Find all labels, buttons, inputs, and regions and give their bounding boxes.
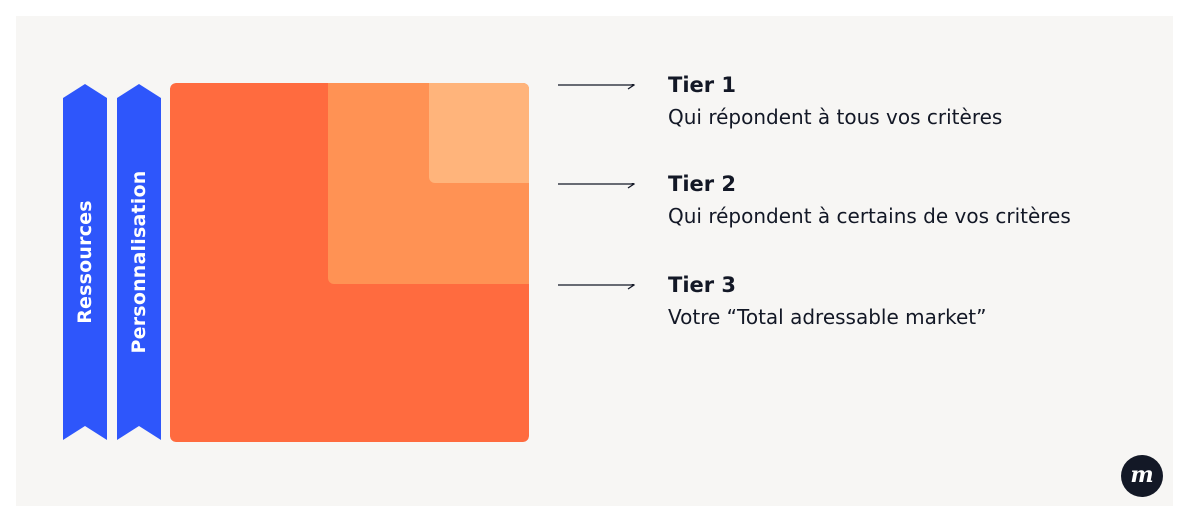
tier-1-text: Tier 1 Qui répondent à tous vos critères bbox=[668, 71, 1002, 132]
tier-1-description: Qui répondent à tous vos critères bbox=[668, 105, 1003, 129]
personnalisation-banner-shape bbox=[117, 84, 161, 440]
tier-3-text: Tier 3 Votre “Total adressable market” bbox=[668, 271, 986, 332]
ressources-banner: Ressources bbox=[63, 84, 107, 440]
tier-3-title: Tier 3 bbox=[668, 273, 737, 297]
right-arrow-icon bbox=[558, 284, 636, 290]
right-arrow-icon bbox=[558, 84, 636, 90]
tier-square bbox=[170, 83, 529, 442]
right-arrow-icon bbox=[558, 183, 636, 189]
personnalisation-banner: Personnalisation bbox=[117, 84, 161, 440]
brand-logo-icon: m bbox=[1121, 455, 1163, 497]
tier-2-text: Tier 2 Qui répondent à certains de vos c… bbox=[668, 170, 1071, 231]
personnalisation-label: Personnalisation bbox=[128, 170, 150, 354]
tier-1-area bbox=[429, 83, 529, 183]
tier-3-description: Votre “Total adressable market” bbox=[668, 305, 987, 329]
ressources-label: Ressources bbox=[74, 200, 96, 324]
tier-2-title: Tier 2 bbox=[668, 172, 737, 196]
tier-2-description: Qui répondent à certains de vos critères bbox=[668, 204, 1071, 228]
ressources-banner-shape bbox=[63, 84, 107, 440]
tier-1-title: Tier 1 bbox=[668, 73, 737, 97]
